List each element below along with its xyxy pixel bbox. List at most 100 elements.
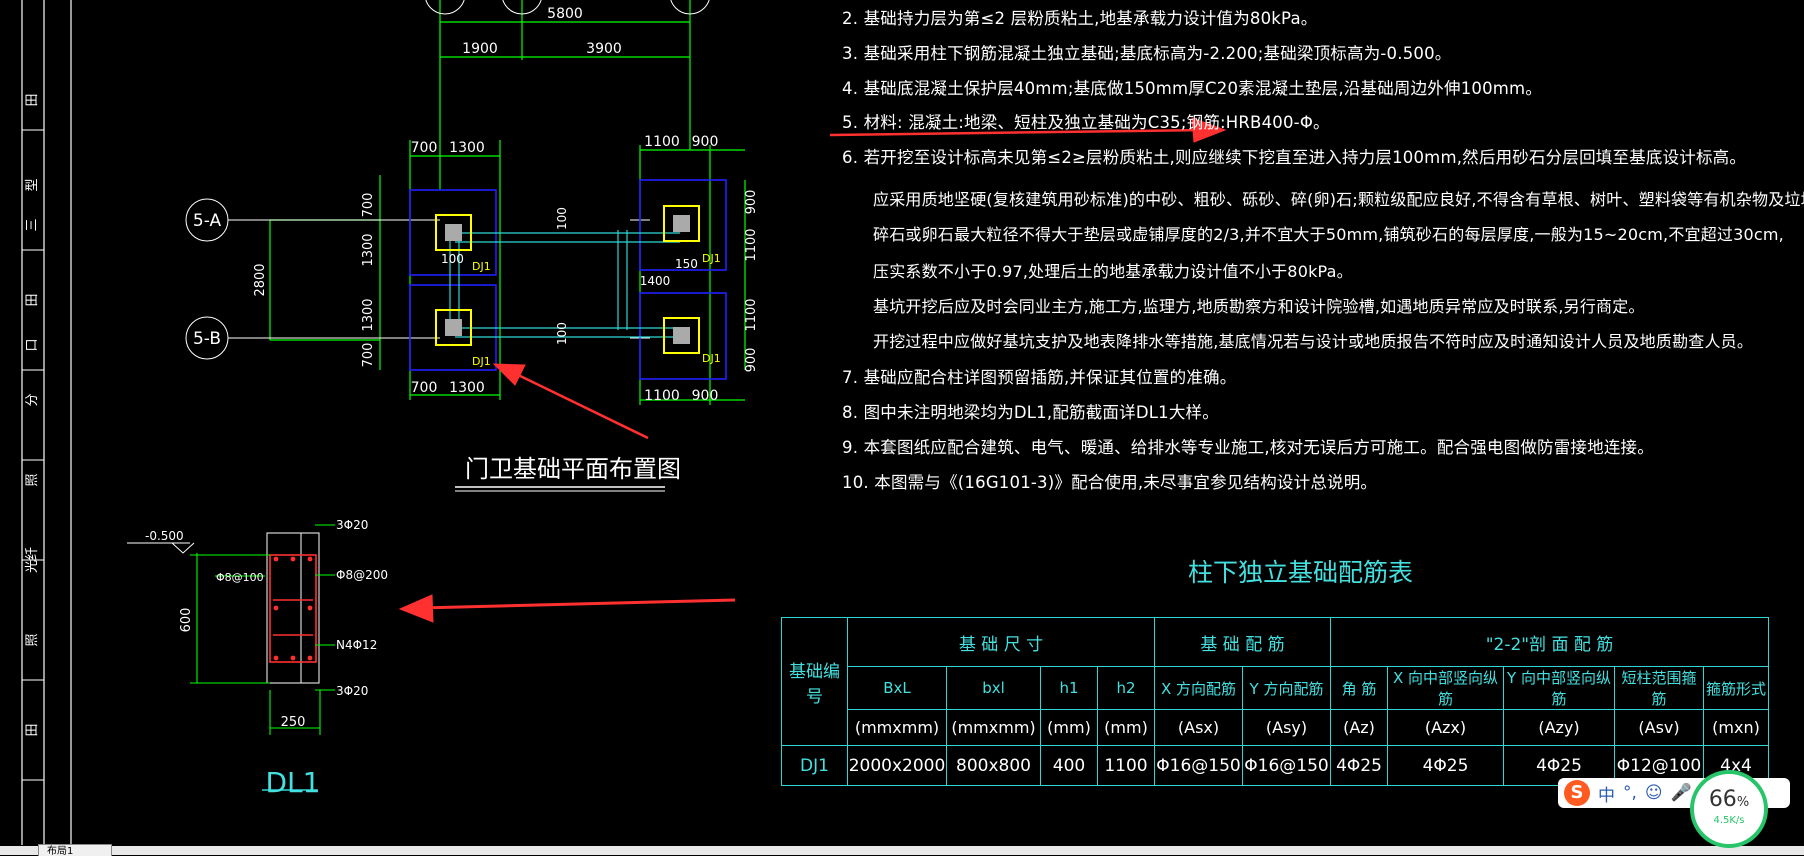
dim-label: 1300 [449,380,485,396]
hdr-bxl: BxL [847,666,947,710]
dim-label: 1100 [644,388,680,404]
hdr-h1: h1 [1040,666,1098,710]
dim-label: 1100 [744,298,759,331]
cell: Φ16@150 [1242,745,1331,786]
hdr-y-mid: Y 向中部竖向纵筋 [1503,666,1615,710]
dim-label: 150 [675,257,698,271]
dim-label: 700 [361,193,376,218]
dim-label: 700 [411,140,438,156]
footing-label: DJ1 [702,252,721,265]
border-label: 光纤 [25,547,40,573]
dim-label: 900 [692,134,719,150]
dim-label: 5800 [547,6,583,22]
dim-label: 1100 [644,134,680,150]
dim-label: 2800 [253,263,268,296]
ground-beams [449,230,680,338]
axis-5b [185,316,650,360]
unit-az: (Az) [1330,709,1388,746]
note-9: 9. 本套图纸应配合建筑、电气、暖通、给排水等专业施工,核对无误后方可施工。配合… [842,438,1654,457]
unit-h1: (mm) [1040,709,1098,746]
cell: 4Φ25 [1330,745,1388,786]
dim-label: 1100 [744,228,759,261]
hdr-corner: 角 筋 [1330,666,1388,710]
ime-punct[interactable]: °, [1623,783,1637,803]
border-label: 田 [25,723,40,736]
ime-mode[interactable]: 中 [1598,785,1615,806]
hdr-stirrup-form: 箍筋形式 [1703,666,1769,710]
dim-label: 900 [692,388,719,404]
hdr-x-rebar: X 方向配筋 [1154,666,1243,710]
dim-label: 3900 [586,41,622,57]
dl1-section [127,524,335,791]
border-label: 分 [25,393,40,406]
net-speed: 4.5K/s [1713,815,1745,826]
group-size: 基 础 尺 寸 [847,617,1155,667]
cell: Φ16@150 [1154,745,1243,786]
plan-annotations: 5800 1900 3900 700 1300 1100 900 700 1300 1100 900… [193,6,759,483]
dim-label: 1300 [361,233,376,266]
border-label: 口 [25,338,40,351]
note-6-sub-4: 基坑开挖后应及时会同业主方,施工方,监理方,地质勘察方和设计院验槽,如遇地质异常… [873,297,1645,316]
dim-label: 250 [281,715,306,730]
dim-label: 3Φ20 [336,518,368,532]
unit-mxn: (mxn) [1703,709,1769,746]
dim-label: 700 [411,380,438,396]
border-label: 型 [25,178,40,191]
note-6-sub-1: 应采用质地坚硬(复核建筑用砂标准)的中砂、粗砂、砾砂、碎(卵)石;颗粒级配应良好… [873,190,1804,209]
hdr-stirrup: 短柱范围箍筋 [1614,666,1704,710]
hdr-x-mid: X 向中部竖向纵筋 [1387,666,1504,710]
cell-id: DJ1 [781,745,848,786]
note-6-sub-3: 压实系数不小于0.97,处理后土的地基承载力设计值不小于80kPa。 [873,262,1353,281]
note-2: 2. 基础持力层为第≤2 层粉质粘土,地基承载力设计值为80kPa。 [842,9,1318,28]
footing-rebar-table: 基础编号 基 础 尺 寸 基 础 配 筋 "2-2"剖 面 配 筋 BxL bx… [781,617,1769,786]
hdr-y-rebar: Y 方向配筋 [1242,666,1331,710]
axis-label-5b: 5-B [193,329,221,349]
cell: 400 [1040,745,1098,786]
columns [435,205,700,354]
note-7: 7. 基础应配合柱详图预留插筋,并保证其位置的准确。 [842,368,1237,387]
plan-title: 门卫基础平面布置图 [465,455,681,483]
dim-label: 900 [744,348,759,373]
dim-label: 900 [744,190,759,215]
unit-h2: (mm) [1097,709,1155,746]
dim-label: 100 [441,252,464,266]
border-label: 照 [25,633,40,646]
hdr-bxl-small: bxl [946,666,1041,710]
unit-asx: (Asx) [1154,709,1243,746]
table-title: 柱下独立基础配筋表 [1188,558,1414,587]
dim-label: Φ8@100 [216,571,264,584]
footing-label: DJ1 [472,260,491,273]
unit-bxl-small: (mmxmm) [946,709,1041,746]
axis-label-5a: 5-A [193,211,222,231]
cell: 1100 [1097,745,1155,786]
note-6-sub-5: 开挖过程中应做好基坑支护及地表降排水等措施,基底情况若与设计或地质报告不符时应及… [873,332,1754,351]
unit-bxl: (mmxmm) [847,709,947,746]
section-title: DL1 [266,766,321,799]
plan-dimension-lines [269,0,746,405]
note-3: 3. 基础采用柱下钢筋混凝土独立基础;基底标高为-2.200;基础梁顶标高为-0… [842,44,1452,63]
dim-label: 100 [555,207,569,230]
net-percent: 66 [1708,787,1737,812]
markup-arrows [398,117,1227,623]
axis-top-circles [425,0,710,15]
sogou-icon[interactable]: S [1564,780,1590,806]
group-section: "2-2"剖 面 配 筋 [1330,617,1769,667]
dim-label: 3Φ20 [336,684,368,698]
dim-label: 1900 [462,41,498,57]
dim-label: Φ8@200 [336,568,388,582]
hdr-h2: h2 [1097,666,1155,710]
emoji-icon[interactable]: ☺ [1644,783,1663,803]
mic-icon[interactable]: 🎤 [1670,783,1692,803]
note-6: 6. 若开挖至设计标高未见第≤2≥层粉质粘土,则应继续下挖直至进入持力层100m… [842,148,1747,167]
network-speed-widget[interactable]: 66% 4.5K/s [1690,770,1768,848]
group-rebar: 基 础 配 筋 [1154,617,1331,667]
unit-asy: (Asy) [1242,709,1331,746]
plan-title-underline [455,486,665,492]
dim-label: -0.500 [145,529,184,543]
layout-tab[interactable]: 布局1 [38,844,112,856]
status-bar [0,846,1804,855]
border-label: 照 [25,473,40,486]
